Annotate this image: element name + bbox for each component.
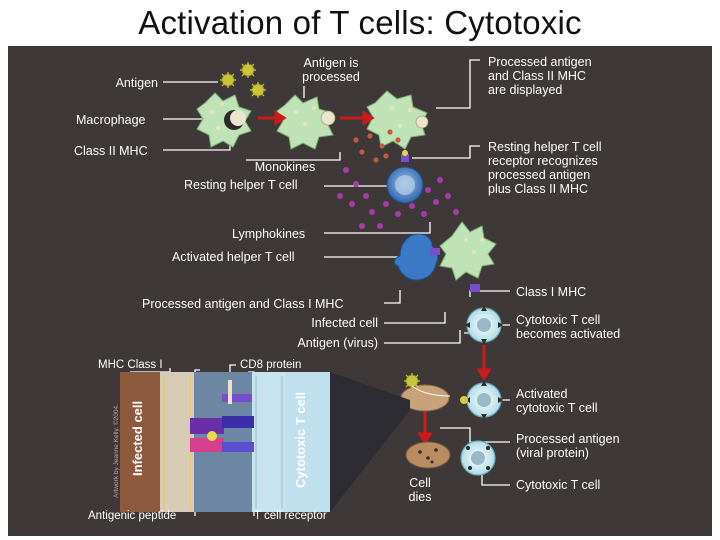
leader-antigen-virus — [384, 330, 461, 344]
label-class2-mhc: Class II MHC — [74, 144, 148, 158]
infected-membrane — [160, 372, 194, 512]
label-cytotoxic-vertical: Cytotoxic T cell — [293, 391, 308, 488]
dying-cell — [405, 441, 451, 469]
leader-lymphokines — [324, 222, 431, 234]
cd8-molecule — [222, 394, 252, 402]
activated-helper-group — [393, 221, 497, 281]
label-antigenic-peptide: Antigenic peptide — [88, 510, 177, 522]
label-macrophage: Macrophage — [76, 113, 146, 127]
antigenic-peptide-molecule — [207, 431, 217, 441]
cytotoxic-column — [460, 284, 503, 419]
label-resting-helper: Resting helper T cell — [184, 178, 298, 192]
infected-cell-group — [400, 373, 496, 476]
cytotoxic-membrane — [252, 372, 286, 512]
leader-processed-viral — [440, 427, 510, 443]
monokines-group — [353, 129, 424, 204]
label-activated-helper: Activated helper T cell — [172, 250, 295, 264]
label-t-cell-receptor: T cell receptor — [254, 510, 327, 522]
leader-processed-class1 — [384, 290, 401, 304]
label-infected-cell-vertical: Infected cell — [130, 400, 145, 476]
leader-resting-receptor — [412, 145, 480, 159]
label-infected-cell: Infected cell — [311, 316, 378, 330]
label-lymphokines: Lymphokines — [232, 227, 306, 241]
artwork-credit: Artwork by Jeanne Kelly. ©2004. — [113, 404, 120, 498]
label-mhc-class1: MHC Class I — [98, 359, 163, 371]
label-processed-viral: Processed antigen(viral protein) — [516, 432, 620, 460]
label-monokines: Monokines — [254, 160, 316, 174]
membrane-inset — [120, 372, 410, 512]
label-antigen-virus: Antigen (virus) — [297, 336, 378, 350]
t-cell-receptor-molecule — [222, 416, 254, 428]
lymphokines-dots — [337, 167, 459, 229]
macrophage-3 — [366, 90, 428, 150]
leader-infected-cell — [384, 312, 446, 324]
label-processed-class1: Processed antigen and Class I MHC — [142, 297, 344, 311]
receptor-complex — [401, 154, 409, 162]
activated-helper-t-cell — [393, 233, 439, 281]
macrophage-row — [196, 62, 429, 150]
class1-mhc-marker — [470, 284, 480, 292]
leader-processed-displayed — [436, 59, 480, 109]
macrophage-4 — [439, 221, 497, 281]
label-class1-mhc: Class I MHC — [516, 285, 587, 299]
label-cytotoxic-t-cell: Cytotoxic T cell — [516, 478, 601, 492]
page-title: Activation of T cells: Cytotoxic — [138, 4, 582, 41]
leader-monokines — [246, 152, 341, 161]
mhc-class1-molecule — [190, 418, 224, 434]
process-arrows — [258, 110, 375, 126]
label-antigen: Antigen — [115, 76, 158, 90]
label-cd8: CD8 protein — [240, 359, 302, 371]
processed-fragments — [209, 102, 412, 131]
